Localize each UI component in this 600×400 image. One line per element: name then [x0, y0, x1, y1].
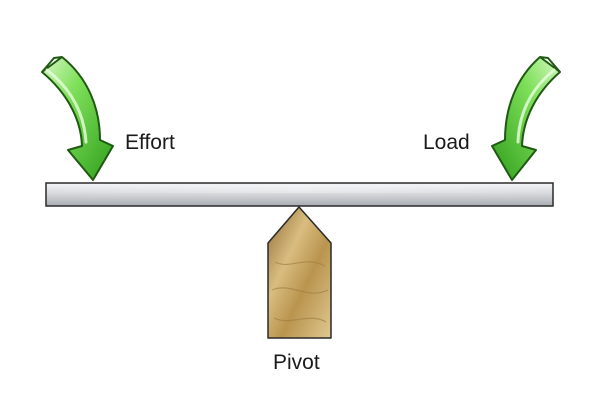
load-label: Load [423, 131, 470, 154]
pivot-fulcrum [267, 206, 332, 339]
effort-arrow-icon [41, 56, 114, 181]
pivot-label: Pivot [273, 351, 320, 374]
lever-beam [45, 182, 554, 207]
load-arrow-icon [491, 56, 561, 181]
effort-label: Effort [125, 131, 175, 154]
